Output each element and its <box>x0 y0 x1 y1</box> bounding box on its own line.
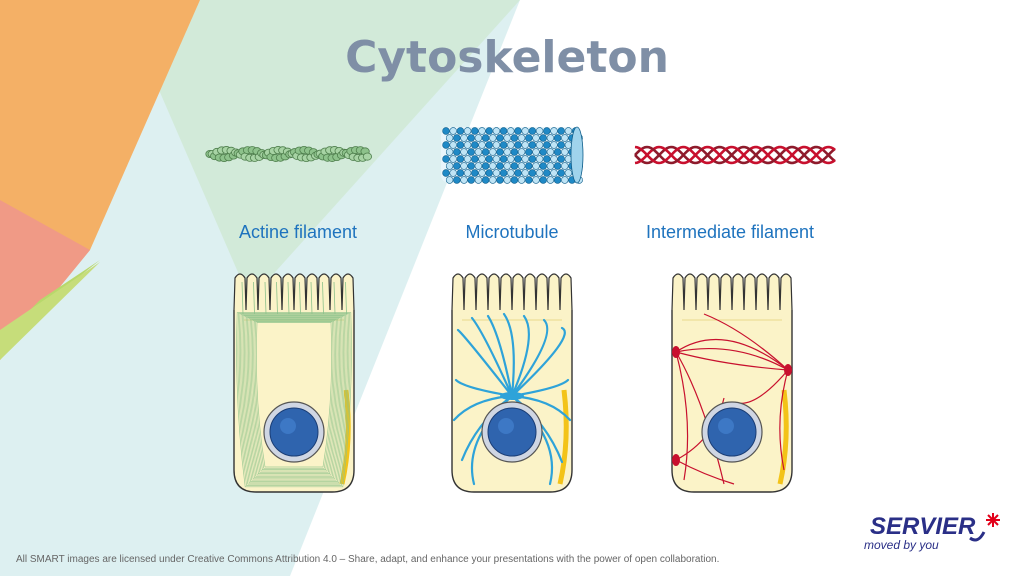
logo-brand: SERVIER <box>870 513 976 540</box>
label-intermediate-filament: Intermediate filament <box>645 222 815 242</box>
label-actin-filament: Actine filament <box>238 222 358 242</box>
logo-tagline: moved by you <box>864 538 939 552</box>
cell-microtubule <box>451 273 573 493</box>
servier-logo: SERVIER moved by you <box>864 513 1000 552</box>
microtubule-icon <box>441 126 584 184</box>
intermediate-filament-icon <box>634 145 836 165</box>
page-title: Cytoskeleton <box>345 32 669 83</box>
label-microtubule: Microtubule <box>465 222 559 242</box>
cell-actin <box>233 273 355 493</box>
cell-intermediate <box>671 273 793 493</box>
star-icon <box>986 513 1000 527</box>
license-footer: All SMART images are licensed under Crea… <box>16 554 720 565</box>
actin-filament-icon <box>205 146 372 162</box>
